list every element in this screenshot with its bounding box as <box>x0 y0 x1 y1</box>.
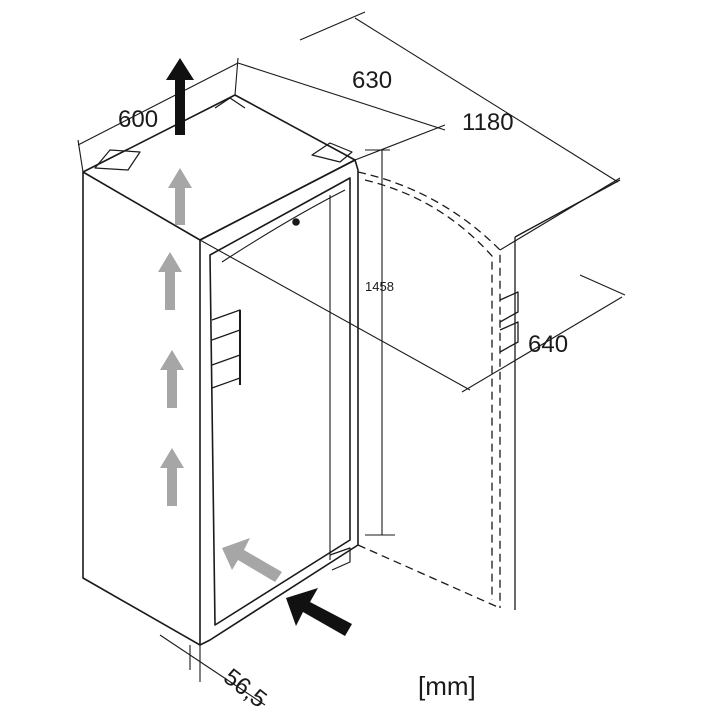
dimension-door-offset-label: 56,5 <box>218 663 271 713</box>
move-arrow-icon <box>286 588 352 636</box>
lift-up-arrow-icon <box>166 58 194 135</box>
door-swing-outline <box>357 171 501 609</box>
airflow-arrows <box>158 168 282 582</box>
airflow-up-arrow-icon <box>158 252 182 310</box>
dimension-width-label: 600 <box>118 106 158 133</box>
airflow-inlet-arrow-icon <box>222 538 282 582</box>
unit-label: [mm] <box>418 671 476 701</box>
airflow-up-arrow-icon <box>160 448 184 506</box>
dimension-height-label: 1458 <box>365 279 394 294</box>
airflow-up-arrow-icon <box>168 168 192 225</box>
dimension-lines <box>77 11 626 706</box>
dimension-clearance-label: 640 <box>528 331 568 358</box>
dimension-depth-label: 630 <box>352 67 392 94</box>
dimension-depth-open-label: 1180 <box>462 109 514 136</box>
airflow-up-arrow-icon <box>160 350 184 408</box>
wall <box>499 179 621 610</box>
door <box>199 159 359 646</box>
